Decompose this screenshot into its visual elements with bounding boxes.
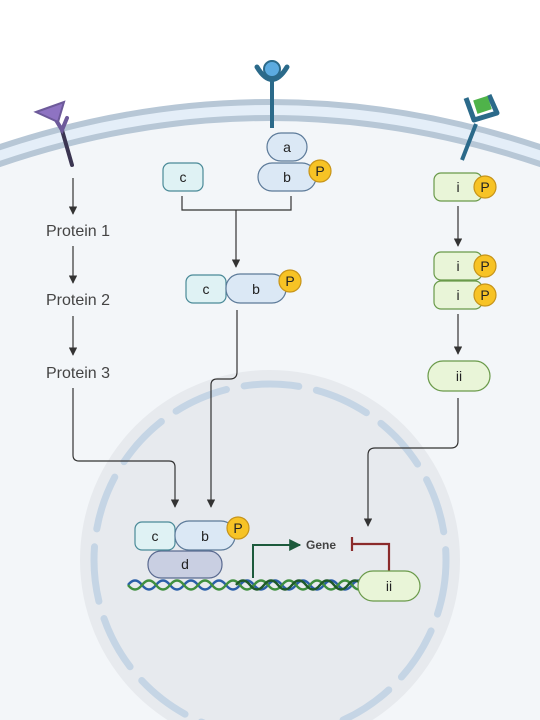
gene-activation-arrow xyxy=(252,539,302,578)
svg-text:c: c xyxy=(180,169,187,185)
protein-1-label: Protein 1 xyxy=(46,223,110,240)
subunit-i-top: i P xyxy=(433,172,497,202)
ii-to-nucleus-arrow xyxy=(363,398,459,527)
protein-3-label: Protein 3 xyxy=(46,365,110,382)
svg-text:P: P xyxy=(480,287,489,303)
svg-text:P: P xyxy=(480,258,489,274)
svg-text:i: i xyxy=(456,258,459,274)
complex-b: b xyxy=(225,273,287,304)
receptor-left xyxy=(33,100,74,167)
svg-text:b: b xyxy=(252,281,260,297)
inhibition-mark xyxy=(350,537,391,572)
nuclear-phosphate: P xyxy=(226,516,250,540)
svg-text:b: b xyxy=(283,169,291,185)
svg-text:c: c xyxy=(152,528,159,544)
complex-phosphate: P xyxy=(278,269,302,293)
nuclear-subunit-d: d xyxy=(147,550,223,579)
svg-text:P: P xyxy=(233,520,242,536)
complex-to-nucleus-arrow xyxy=(206,310,238,508)
nuclear-subunit-b: b xyxy=(174,520,236,551)
svg-text:c: c xyxy=(203,281,210,297)
subunit-b: b xyxy=(257,162,317,192)
svg-text:P: P xyxy=(480,179,489,195)
complex-c: c xyxy=(185,274,227,304)
svg-text:P: P xyxy=(315,163,324,179)
svg-text:P: P xyxy=(285,273,294,289)
svg-text:i: i xyxy=(456,287,459,303)
subunit-ii: ii xyxy=(427,360,491,392)
nuclear-subunit-c: c xyxy=(134,521,176,551)
complex-bracket-arrow xyxy=(181,196,292,267)
svg-text:i: i xyxy=(456,179,459,195)
phosphate-b: P xyxy=(308,159,332,183)
subunit-a: a xyxy=(266,132,308,162)
subunit-i-dimer-1: i P xyxy=(433,251,497,281)
svg-text:ii: ii xyxy=(456,368,462,384)
svg-text:a: a xyxy=(283,139,291,155)
receptor-middle xyxy=(254,60,290,128)
nuclear-subunit-ii: ii xyxy=(357,570,421,602)
protein-2-label: Protein 2 xyxy=(46,292,110,309)
receptor-right xyxy=(460,93,500,161)
svg-text:b: b xyxy=(201,528,209,544)
gene-label: Gene xyxy=(306,538,336,552)
subunit-i-dimer-2: i P xyxy=(433,280,497,310)
svg-text:d: d xyxy=(181,556,189,572)
protein-3-to-nucleus-arrow xyxy=(72,388,180,508)
subunit-c: c xyxy=(162,162,204,192)
svg-text:ii: ii xyxy=(386,578,392,594)
